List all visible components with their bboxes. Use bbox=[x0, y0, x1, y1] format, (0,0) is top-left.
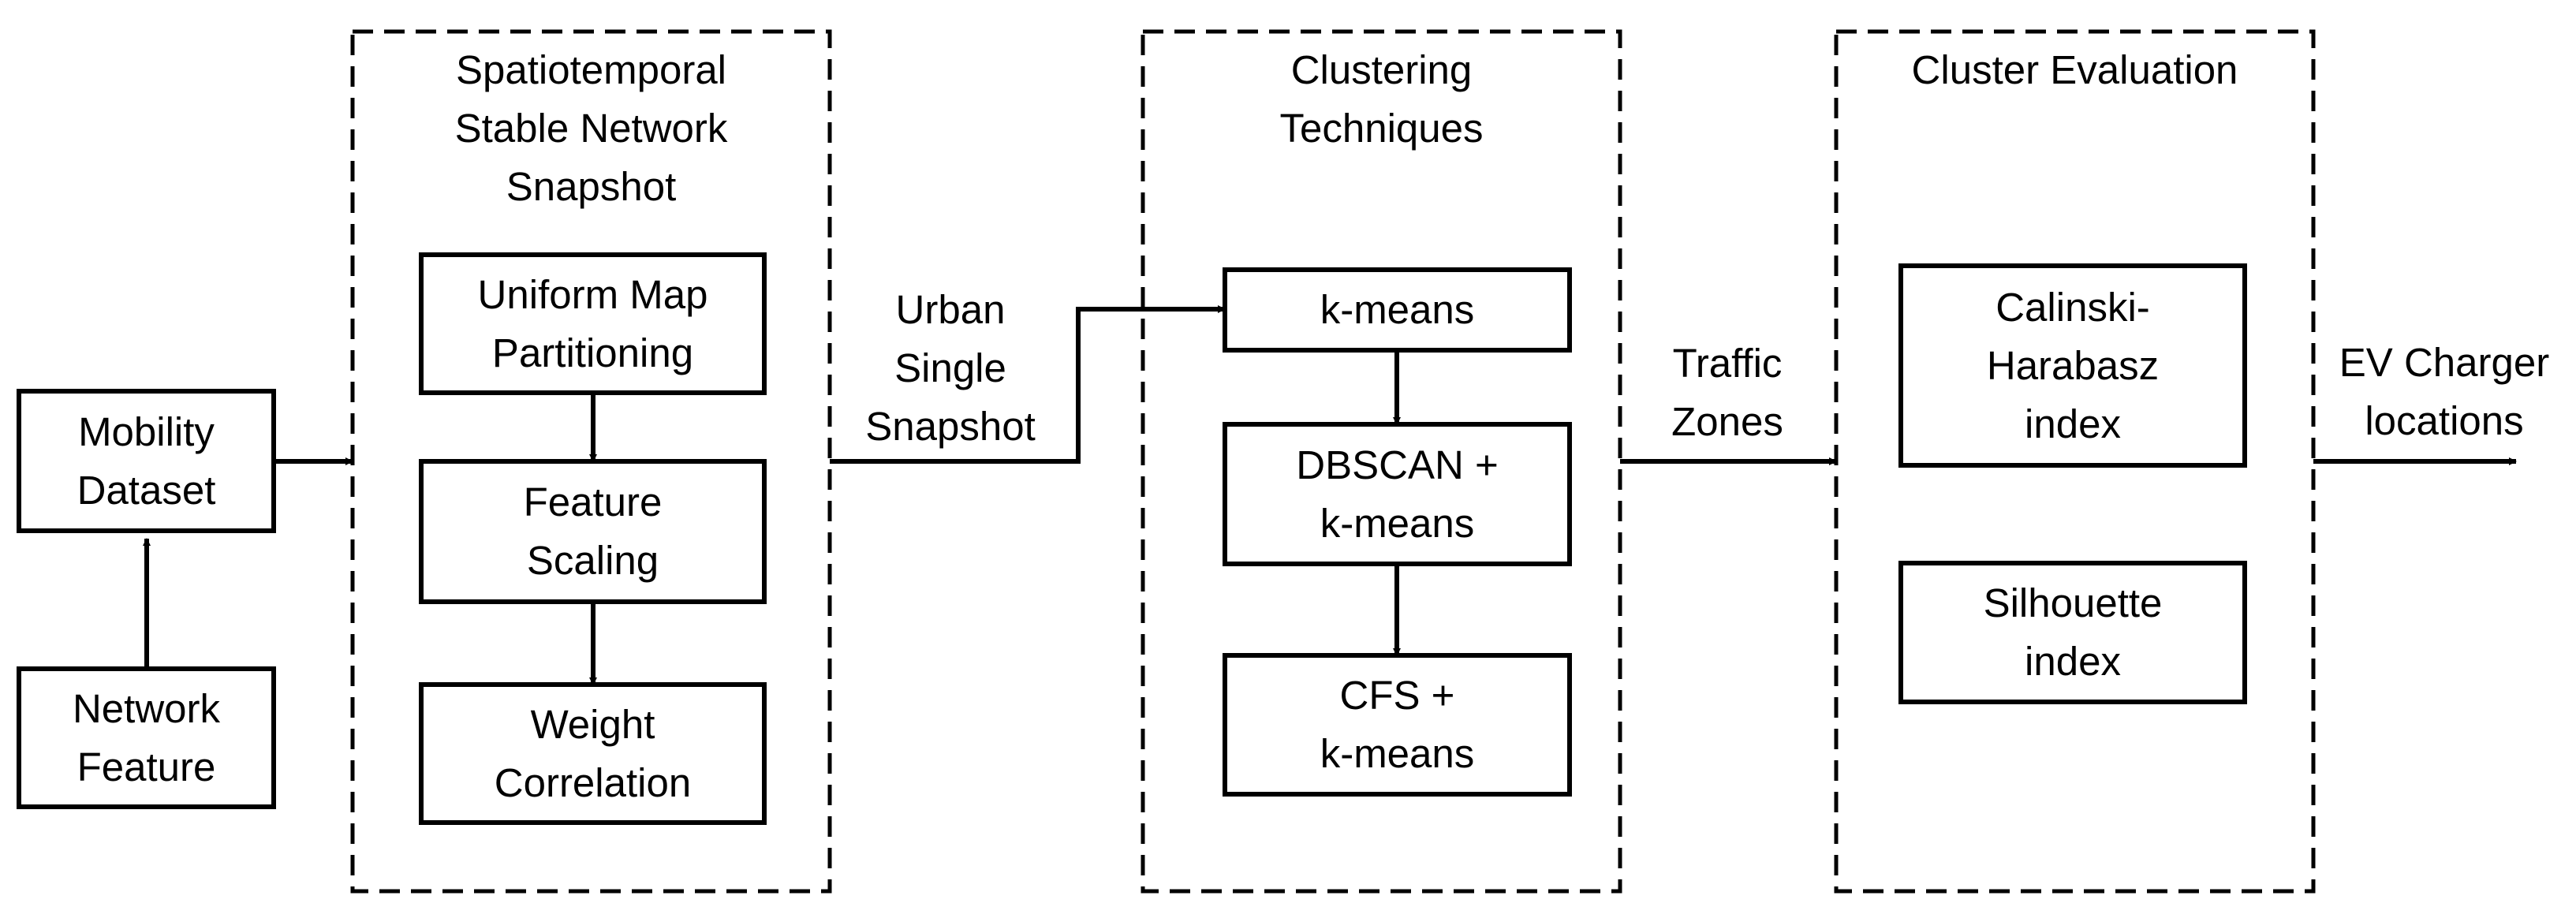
step-line: index bbox=[2025, 401, 2121, 446]
step-line: k-means bbox=[1320, 731, 1475, 776]
stage1-title-line: Snapshot bbox=[506, 164, 677, 209]
step-line: index bbox=[2025, 639, 2121, 684]
step-line: CFS + bbox=[1339, 673, 1455, 718]
step-line: Correlation bbox=[494, 759, 692, 805]
feature-scaling-box bbox=[419, 459, 767, 604]
urban-single-snapshot-label: Urban Single Snapshot bbox=[832, 281, 1069, 456]
network-feature-line: Network bbox=[72, 685, 221, 731]
silhouette-box bbox=[1898, 561, 2247, 704]
edge-label-line: Zones bbox=[1671, 399, 1783, 444]
stage1-title-line: Stable Network bbox=[454, 106, 728, 151]
stage3-title: Cluster Evaluation bbox=[1836, 41, 2313, 99]
network-feature-label: Network Feature bbox=[19, 669, 274, 807]
calinski-harabasz-label: Calinski- Harabasz index bbox=[1901, 266, 2245, 465]
dbscan-kmeans-label: DBSCAN + k-means bbox=[1225, 424, 1570, 564]
step-line: Partitioning bbox=[491, 330, 694, 375]
stage2-container bbox=[1141, 29, 1622, 894]
step-line: Feature bbox=[523, 480, 663, 524]
edge-label-line: Urban bbox=[895, 287, 1006, 332]
ev-charger-locations-label: EV Charger locations bbox=[2316, 334, 2573, 450]
cfs-kmeans-box bbox=[1223, 653, 1572, 797]
uniform-map-partitioning-box bbox=[419, 252, 767, 395]
edge-label-line: Traffic bbox=[1672, 341, 1783, 386]
step-line: Scaling bbox=[526, 538, 659, 583]
stage1-title: Spatiotemporal Stable Network Snapshot bbox=[353, 41, 830, 216]
output-line: locations bbox=[2365, 398, 2524, 443]
stage2-title-line: Techniques bbox=[1279, 106, 1484, 151]
calinski-harabasz-box bbox=[1898, 263, 2247, 468]
step-line: Uniform Map bbox=[477, 271, 708, 317]
step-line: Calinski- bbox=[1995, 284, 2150, 330]
arrow-stage1-to-kmeans bbox=[830, 305, 1226, 464]
mobility-dataset-line: Dataset bbox=[77, 467, 216, 513]
kmeans-label: k-means bbox=[1225, 270, 1570, 350]
mobility-dataset-line: Mobility bbox=[78, 409, 215, 454]
cfs-kmeans-label: CFS + k-means bbox=[1225, 655, 1570, 794]
output-line: EV Charger bbox=[2339, 340, 2550, 385]
network-feature-line: Feature bbox=[77, 744, 216, 789]
step-line: Silhouette bbox=[1983, 580, 2163, 625]
stage1-title-line: Spatiotemporal bbox=[455, 47, 727, 92]
silhouette-label: Silhouette index bbox=[1901, 563, 2245, 702]
weight-correlation-label: Weight Correlation bbox=[421, 685, 764, 823]
step-line: Harabasz bbox=[1986, 342, 2160, 388]
stage3-title-line: Cluster Evaluation bbox=[1911, 47, 2238, 92]
kmeans-box bbox=[1223, 267, 1572, 353]
dbscan-kmeans-box bbox=[1223, 422, 1572, 566]
uniform-map-partitioning-label: Uniform Map Partitioning bbox=[421, 255, 764, 393]
step-line: Weight bbox=[530, 701, 655, 747]
step-line: k-means bbox=[1320, 287, 1475, 332]
edge-label-line: Single bbox=[894, 345, 1006, 390]
edge-label-line: Snapshot bbox=[865, 404, 1036, 449]
step-line: DBSCAN + bbox=[1296, 442, 1499, 487]
feature-scaling-label: Feature Scaling bbox=[421, 461, 764, 602]
stage2-title: Clustering Techniques bbox=[1143, 41, 1620, 158]
step-line: k-means bbox=[1320, 500, 1475, 546]
traffic-zones-label: Traffic Zones bbox=[1625, 334, 1830, 451]
mobility-dataset-label: Mobility Dataset bbox=[19, 391, 274, 531]
stage2-title-line: Clustering bbox=[1290, 47, 1473, 92]
